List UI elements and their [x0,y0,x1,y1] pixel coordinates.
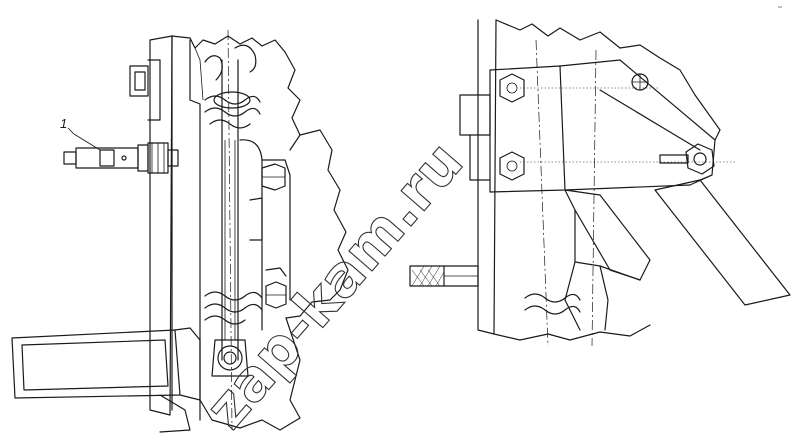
callout-1-label: 1 [60,116,67,131]
right-lower-nut [499,151,525,181]
lever-pivot-bolt [659,143,715,175]
lever-arm [559,59,716,191]
pedal-pad [11,327,201,433]
upper-spring [204,95,261,105]
hatched-stub [409,265,479,287]
right-assembly-view [409,19,791,347]
upper-bracket [129,65,149,97]
lower-spring [204,291,263,301]
right-mounting-block [459,65,566,193]
middle-nut [261,163,286,191]
lower-pivot [217,345,243,371]
right-frame [477,19,497,335]
sensor-part-1 [63,142,179,174]
inclined-push-rod [654,174,791,306]
upper-hook [204,55,223,81]
lower-nut [265,281,287,309]
left-main-plate [149,35,173,416]
left-assembly-view: 1 [11,29,349,433]
right-centre-line [591,49,597,347]
corner-note: °° [778,6,782,12]
right-spring [524,293,581,303]
callout-1-leader [67,127,101,151]
right-upper-nut [499,73,525,103]
